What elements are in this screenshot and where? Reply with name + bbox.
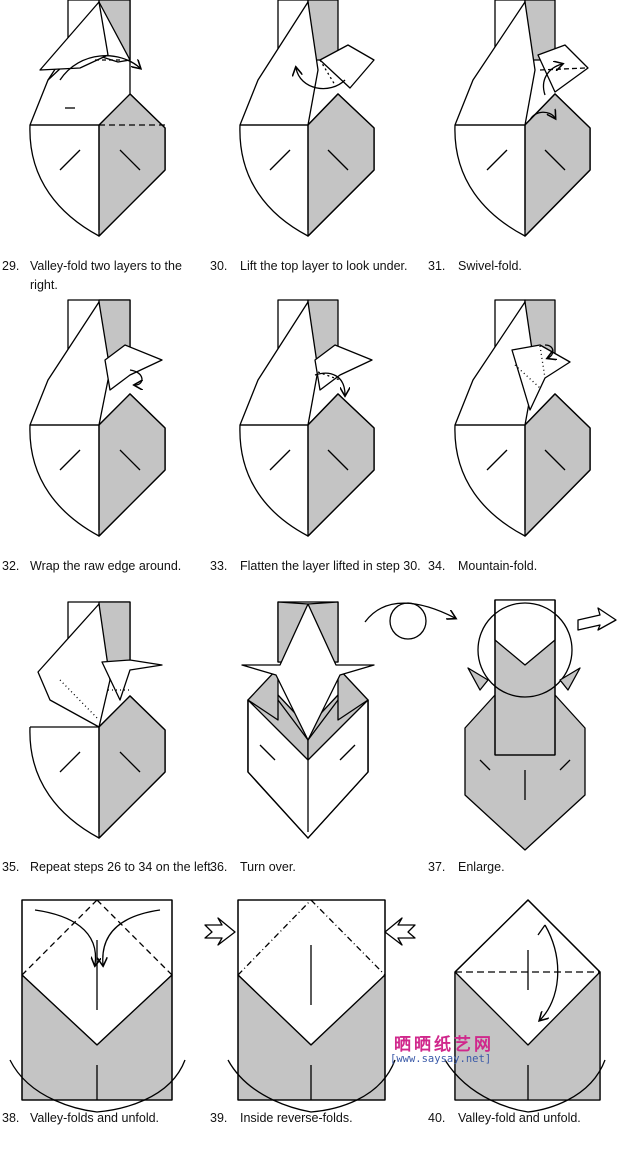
step-number: 29.: [2, 259, 20, 273]
figure-step-34: [454, 299, 591, 537]
step-caption: Flatten the layer lifted in step 30.: [240, 559, 421, 573]
figure-step-33: [239, 299, 375, 537]
step-number: 31.: [428, 259, 446, 273]
step-number: 34.: [428, 559, 446, 573]
step-caption: Lift the top layer to look under.: [240, 259, 408, 273]
turn-over-icon: [364, 602, 455, 640]
step-caption: Swivel-fold.: [458, 259, 522, 273]
figure-step-32: [29, 299, 166, 537]
figure-step-39: [204, 899, 416, 1113]
figure-step-40: [444, 899, 606, 1113]
figure-step-36: [241, 601, 375, 839]
figure-step-29: [29, 0, 166, 237]
watermark-title: 晒晒纸艺网: [394, 1035, 494, 1055]
figure-step-37: [464, 599, 617, 851]
step-number: 37.: [428, 860, 446, 874]
step-number: 40.: [428, 1111, 446, 1125]
watermark-url: [www.saysay.net]: [390, 1053, 492, 1065]
step-number: 38.: [2, 1111, 20, 1125]
step-caption: Enlarge.: [458, 860, 505, 874]
step-number: 33.: [210, 559, 228, 573]
step-caption: Valley-folds and unfold.: [30, 1111, 160, 1125]
step-caption: Mountain-fold.: [458, 559, 538, 573]
figure-step-35: [29, 601, 166, 839]
figure-step-30: [239, 0, 375, 237]
step-number: 35.: [2, 860, 20, 874]
step-number: 39.: [210, 1111, 228, 1125]
step-caption: Wrap the raw edge around.: [30, 559, 182, 573]
step-caption: Turn over.: [240, 860, 296, 874]
step-number: 30.: [210, 259, 228, 273]
figure-step-38: [9, 899, 186, 1113]
step-caption: Repeat steps 26 to 34 on the left.: [30, 860, 215, 874]
step-number: 32.: [2, 559, 20, 573]
step-caption: Valley-fold two layers to the right.: [30, 259, 182, 292]
step-caption: Inside reverse-folds.: [240, 1111, 353, 1125]
step-number: 36.: [210, 860, 228, 874]
step-caption: Valley-fold and unfold.: [458, 1111, 581, 1125]
figure-step-31: [454, 0, 591, 237]
